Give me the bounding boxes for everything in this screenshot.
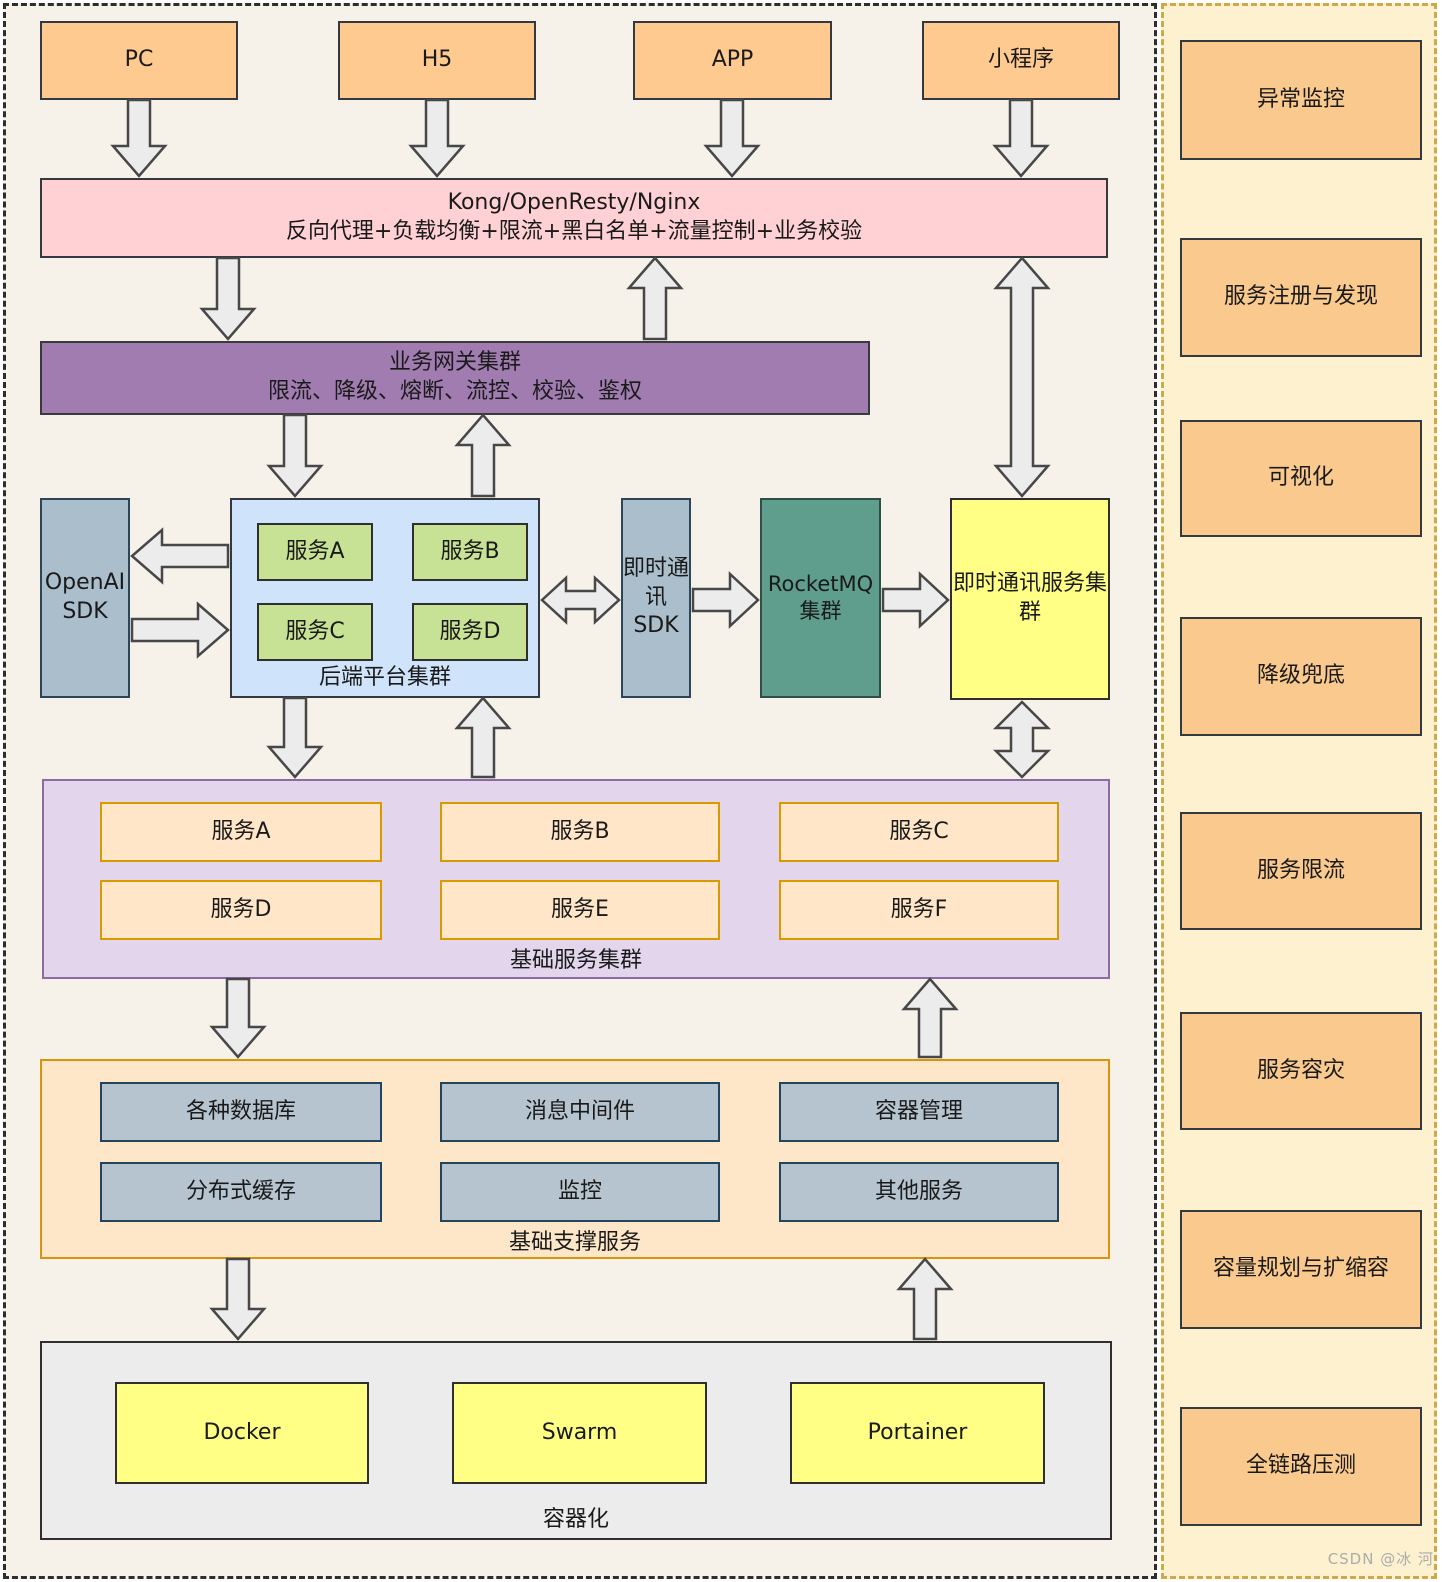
sidebar-item-service-registry-discovery: 服务注册与发现: [1180, 238, 1422, 357]
support-databases: 各种数据库: [100, 1082, 382, 1142]
im-sdk-node: 即时通讯SDK: [621, 498, 691, 698]
edge-gateway-title: Kong/OpenResty/Nginx: [447, 190, 701, 216]
base-service-cluster-label: 基础服务集群: [509, 948, 642, 973]
watermark: CSDN @冰 河: [1327, 1550, 1434, 1568]
backend-service-d: 服务D: [412, 603, 528, 661]
base-service-e: 服务E: [440, 880, 720, 940]
client-node-h5: H5: [338, 21, 536, 100]
backend-service-c: 服务C: [257, 603, 373, 661]
im-service-cluster-node: 即时通讯服务集群: [950, 498, 1110, 700]
support-monitoring: 监控: [440, 1162, 720, 1222]
container-swarm: Swarm: [452, 1382, 707, 1484]
sidebar-item-exception-monitoring: 异常监控: [1180, 40, 1422, 160]
edge-gateway-subtitle: 反向代理+负载均衡+限流+黑白名单+流量控制+业务校验: [285, 219, 863, 244]
base-service-cluster: 服务A 服务B 服务C 服务D 服务E 服务F 基础服务集群: [42, 779, 1110, 979]
container-docker: Docker: [115, 1382, 369, 1484]
backend-service-a: 服务A: [257, 523, 373, 581]
openai-sdk-node: OpenAI SDK: [40, 498, 130, 698]
business-gateway-node: 业务网关集群 限流、降级、熔断、流控、校验、鉴权: [40, 341, 870, 415]
backend-platform-cluster: 服务A 服务B 服务C 服务D 后端平台集群: [230, 498, 540, 698]
support-message-middleware: 消息中间件: [440, 1082, 720, 1142]
base-service-d: 服务D: [100, 880, 382, 940]
sidebar-item-full-link-stress-test: 全链路压测: [1180, 1407, 1422, 1526]
base-service-b: 服务B: [440, 802, 720, 862]
support-other-services: 其他服务: [779, 1162, 1059, 1222]
sidebar-item-degradation-fallback: 降级兜底: [1180, 617, 1422, 736]
client-node-app: APP: [633, 21, 832, 100]
sidebar-item-capacity-planning-scaling: 容量规划与扩缩容: [1180, 1210, 1422, 1329]
client-node-pc: PC: [40, 21, 238, 100]
sidebar-item-service-disaster-recovery: 服务容灾: [1180, 1012, 1422, 1130]
base-service-a: 服务A: [100, 802, 382, 862]
business-gateway-title: 业务网关集群: [388, 350, 521, 376]
base-service-f: 服务F: [779, 880, 1059, 940]
client-node-miniprogram: 小程序: [922, 21, 1120, 100]
support-services-label: 基础支撑服务: [508, 1230, 641, 1255]
support-distributed-cache: 分布式缓存: [100, 1162, 382, 1222]
sidebar-item-visualization: 可视化: [1180, 420, 1422, 537]
backend-platform-label: 后端平台集群: [318, 665, 451, 690]
edge-gateway-node: Kong/OpenResty/Nginx 反向代理+负载均衡+限流+黑白名单+流…: [40, 178, 1108, 258]
support-container-management: 容器管理: [779, 1082, 1059, 1142]
support-services-cluster: 各种数据库 消息中间件 容器管理 分布式缓存 监控 其他服务 基础支撑服务: [40, 1059, 1110, 1259]
backend-service-b: 服务B: [412, 523, 528, 581]
rocketmq-cluster-node: RocketMQ集群: [760, 498, 881, 698]
containerization-cluster: Docker Swarm Portainer 容器化: [40, 1341, 1112, 1540]
business-gateway-subtitle: 限流、降级、熔断、流控、校验、鉴权: [267, 379, 642, 404]
containerization-label: 容器化: [542, 1507, 609, 1532]
sidebar-item-service-rate-limiting: 服务限流: [1180, 812, 1422, 930]
base-service-c: 服务C: [779, 802, 1059, 862]
container-portainer: Portainer: [790, 1382, 1045, 1484]
